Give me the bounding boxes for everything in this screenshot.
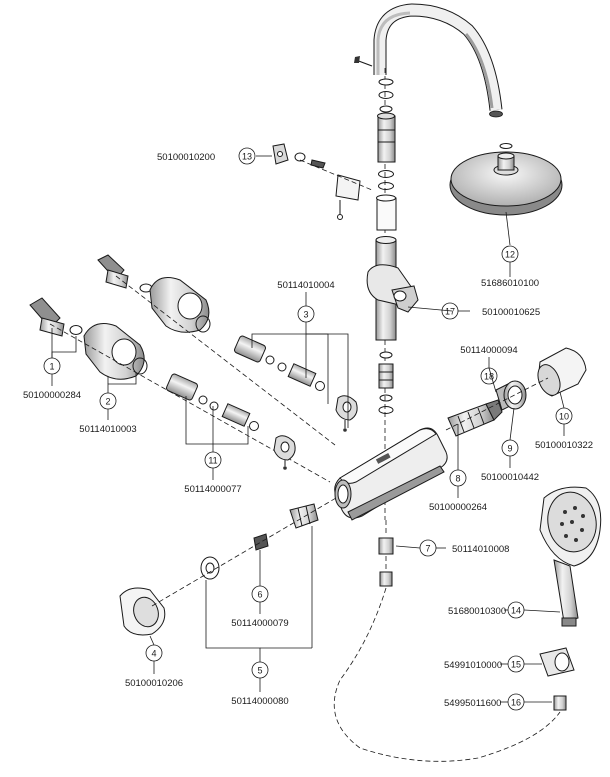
part-number-11: 50114000077: [184, 484, 241, 495]
callout-11: 11 50114000077: [184, 451, 242, 495]
callout-6: 6 50114000079: [231, 585, 289, 629]
part-number-2: 50114010003: [79, 424, 136, 435]
callout-15: 54991010000 15: [444, 655, 525, 673]
part-number-10: 50100010322: [535, 440, 593, 451]
hose-parts: [333, 520, 561, 762]
shower-arm: [373, 3, 503, 118]
callout-number-5: 5: [257, 666, 262, 676]
shower-head-part: [449, 143, 563, 216]
part-number-12: 51686010100: [481, 278, 539, 289]
part-number-15: 54991010000: [444, 660, 502, 671]
cartridge-parts-3: [234, 335, 358, 432]
callout-number-17: 17: [445, 307, 455, 317]
callout-13: 50100010200 13: [157, 147, 256, 165]
part-number-14: 51680010300: [448, 606, 506, 617]
right-cartridge-parts: [445, 347, 587, 437]
callout-number-16: 16: [511, 698, 521, 708]
callout-9: 9 50100010442: [481, 439, 539, 483]
part-number-7: 50114010008: [452, 544, 509, 555]
callout-5: 5 50114000080: [231, 661, 289, 707]
callout-number-8: 8: [455, 474, 460, 484]
lower-handle-parts: [119, 497, 337, 636]
part-number-16: 54995011600: [444, 698, 501, 709]
cartridge-parts-11: [166, 373, 296, 470]
part-number-18: 50114000094: [460, 345, 517, 356]
callout-number-13: 13: [242, 152, 252, 162]
upper-connector-parts: [97, 254, 336, 446]
callout-12: 12 51686010100: [481, 245, 539, 289]
callout-8: 8 50100000264: [429, 469, 487, 513]
callout-1: 1 50100000284: [23, 357, 81, 401]
callout-number-14: 14: [511, 606, 521, 616]
callout-3: 50114010004 3: [277, 280, 335, 323]
callout-number-7: 7: [425, 544, 430, 554]
callout-number-11: 11: [208, 456, 217, 466]
part-number-6: 50114000079: [231, 618, 288, 629]
leader-lines: [51, 155, 565, 703]
part-number-3: 50114010004: [277, 280, 334, 291]
part-number-9: 50100010442: [481, 472, 539, 483]
callout-number-1: 1: [49, 362, 54, 372]
callout-14: 51680010300 14: [448, 601, 525, 619]
part-number-1: 50100000284: [23, 390, 81, 401]
callout-number-3: 3: [303, 310, 308, 320]
callout-number-10: 10: [559, 412, 569, 422]
hand-shower-part: [539, 486, 602, 627]
holder-bracket-parts: [272, 143, 373, 220]
top-screw: [354, 56, 373, 67]
slide-holder-part: [366, 264, 419, 313]
callout-number-9: 9: [507, 444, 512, 454]
callout-17: 17 50100010625: [441, 302, 540, 320]
callout-2: 2 50114010003: [79, 392, 137, 435]
wall-holder-parts: [539, 647, 575, 711]
callout-number-18: 18: [484, 372, 494, 382]
part-number-5: 50114000080: [231, 696, 288, 707]
part-number-13: 50100010200: [157, 152, 215, 163]
callout-number-2: 2: [105, 397, 110, 407]
callout-number-12: 12: [505, 250, 515, 260]
callout-number-4: 4: [151, 649, 156, 659]
callout-18: 50114000094 18: [460, 345, 518, 385]
callout-4: 4 50100010206: [125, 644, 183, 689]
part-number-4: 50100010206: [125, 678, 183, 689]
part-number-8: 50100000264: [429, 502, 487, 513]
callout-10: 10 50100010322: [535, 407, 593, 451]
callout-number-15: 15: [511, 660, 521, 670]
callout-number-6: 6: [257, 590, 262, 600]
part-number-17: 50100010625: [482, 307, 540, 318]
callout-16: 54995011600 16: [444, 693, 525, 711]
thermostat-body: [334, 427, 448, 521]
callout-7: 7 50114010008: [419, 539, 509, 557]
